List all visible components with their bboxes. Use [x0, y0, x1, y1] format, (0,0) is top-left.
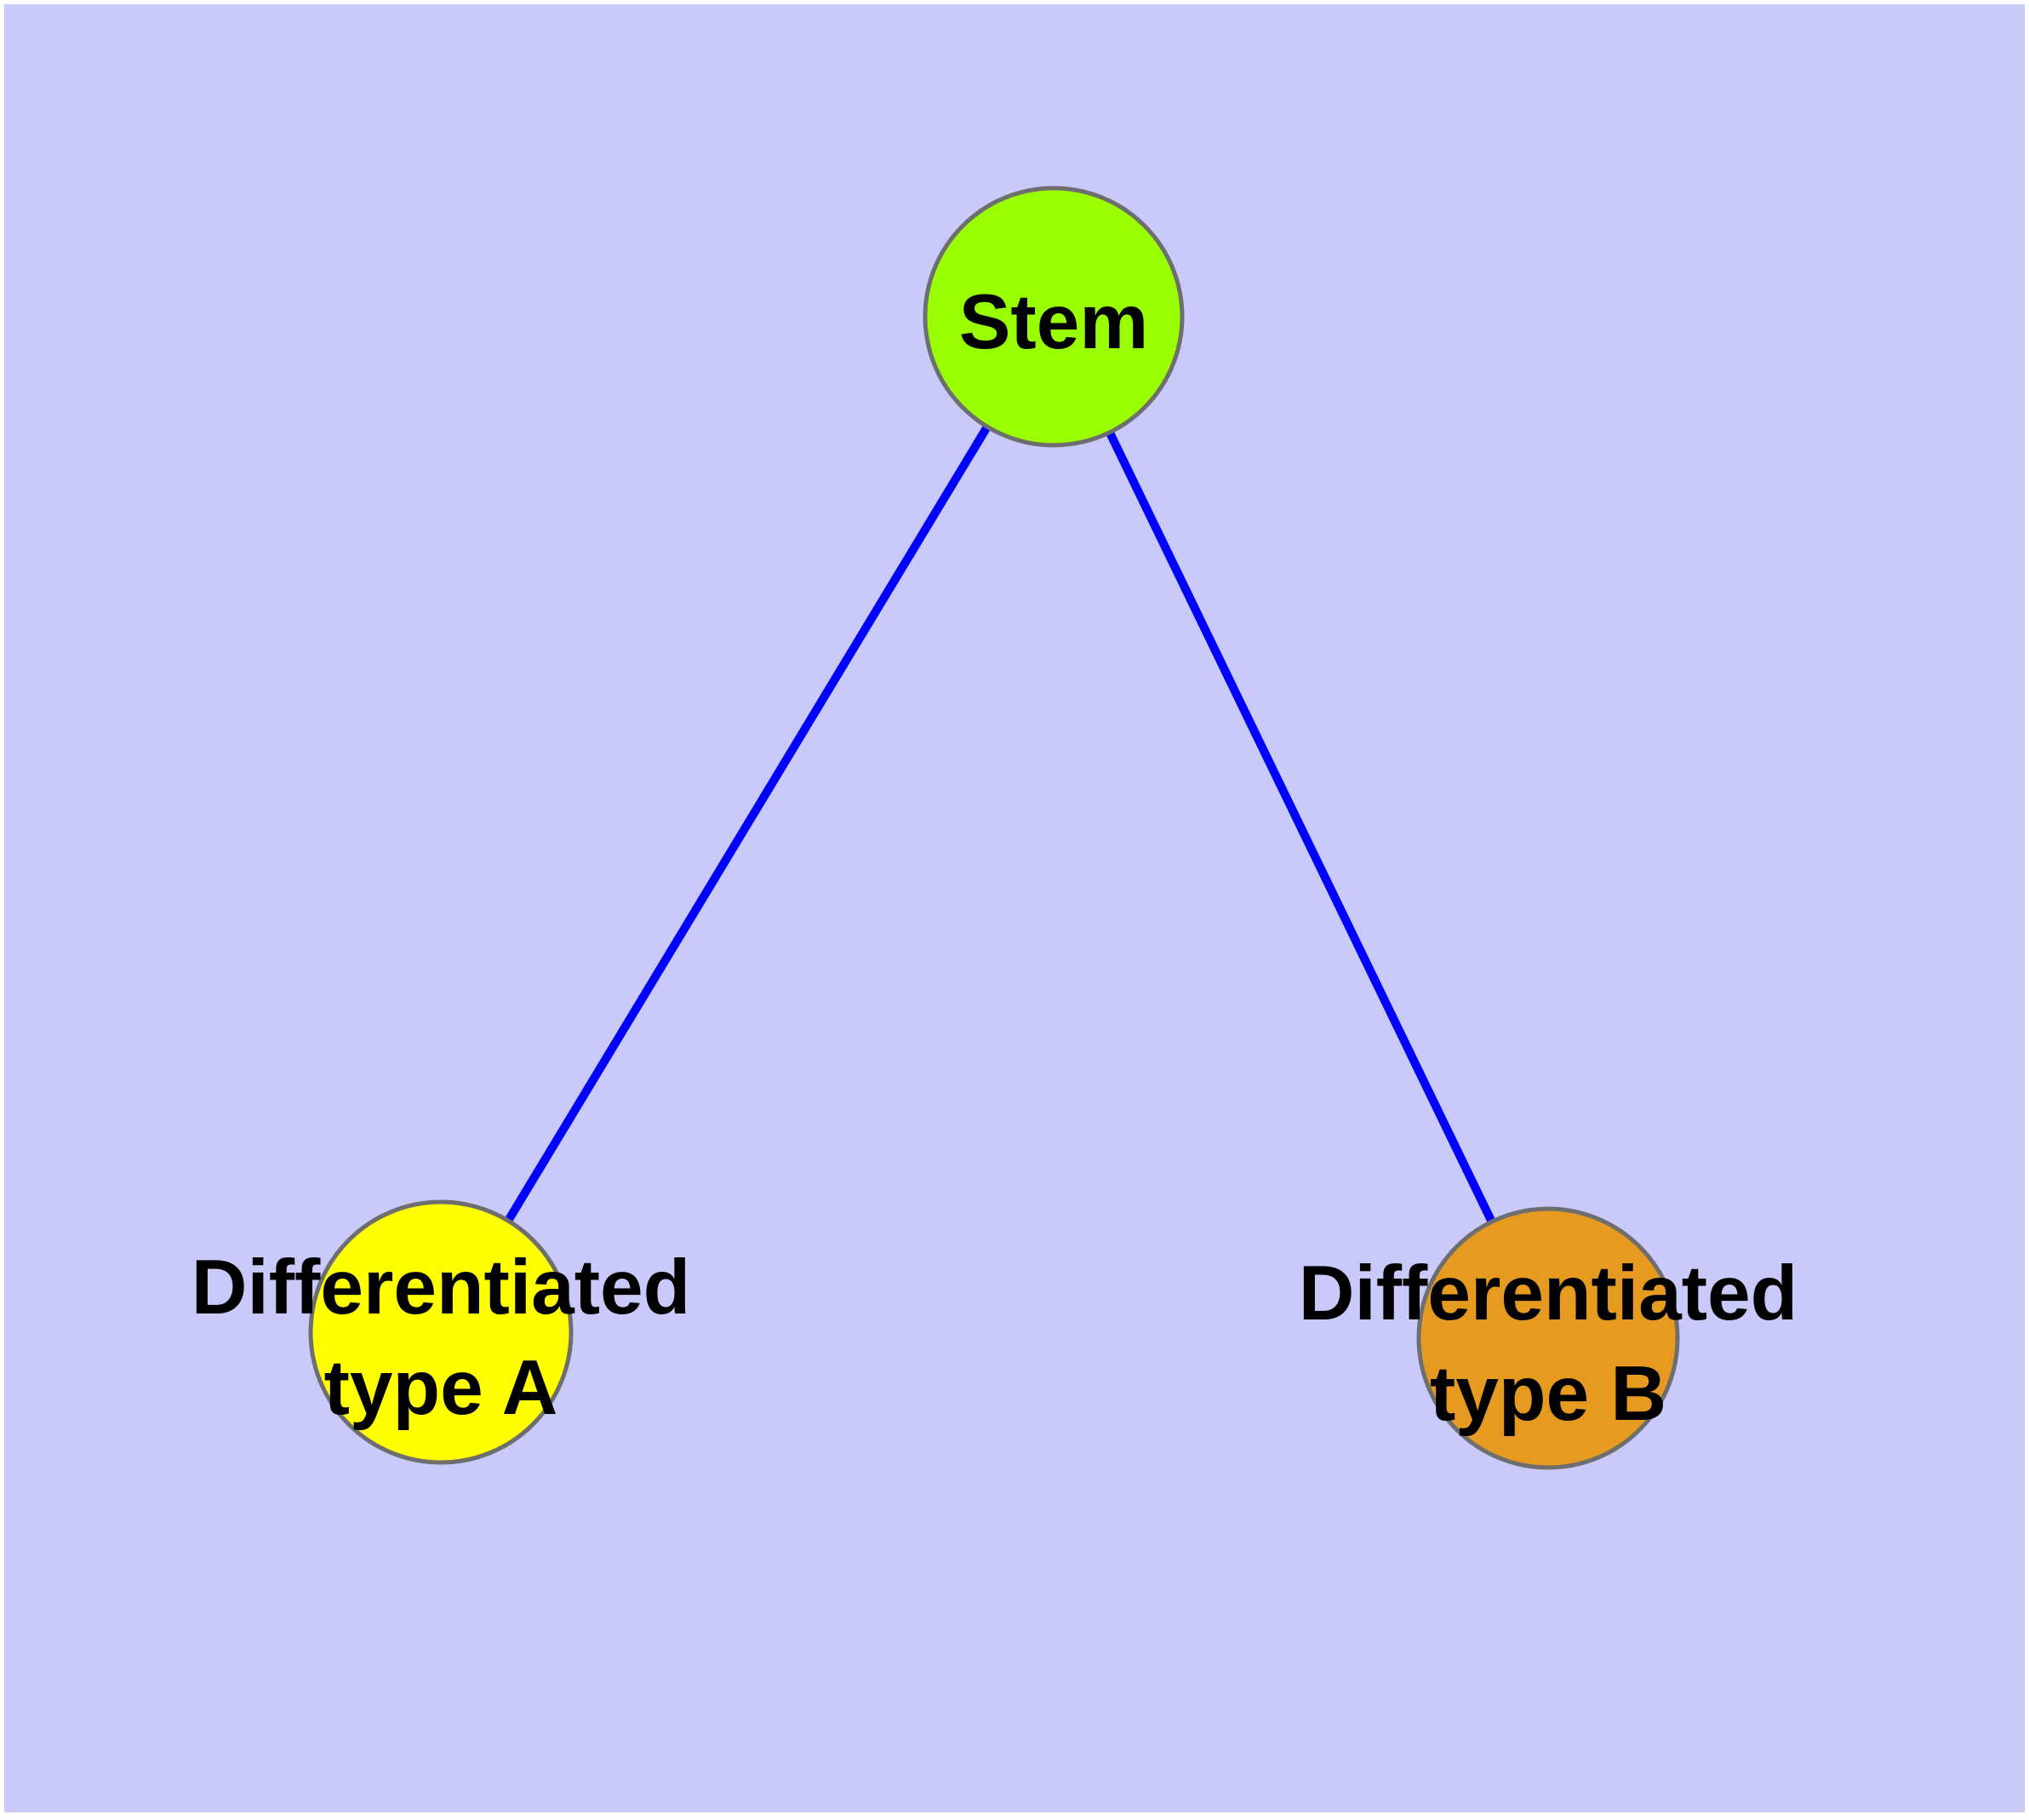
node-differentiated-type-a	[308, 1199, 574, 1465]
node-label-differentiated-type-a: Differentiated type A	[191, 1238, 691, 1439]
node-label-differentiated-type-b: Differentiated type B	[1299, 1244, 1798, 1445]
node-label-line: type B	[1429, 1351, 1667, 1437]
edge-stem-to-type-a	[437, 314, 1058, 1335]
node-label-line: type A	[323, 1345, 558, 1431]
node-stem	[923, 186, 1185, 448]
node-label-stem: Stem	[959, 272, 1149, 373]
node-label-line: Differentiated	[191, 1245, 691, 1331]
node-differentiated-type-b	[1416, 1206, 1680, 1470]
node-label-line: Differentiated	[1298, 1251, 1798, 1336]
node-label-line: Stem	[958, 279, 1149, 365]
edge-stem-to-type-b	[1049, 314, 1552, 1341]
